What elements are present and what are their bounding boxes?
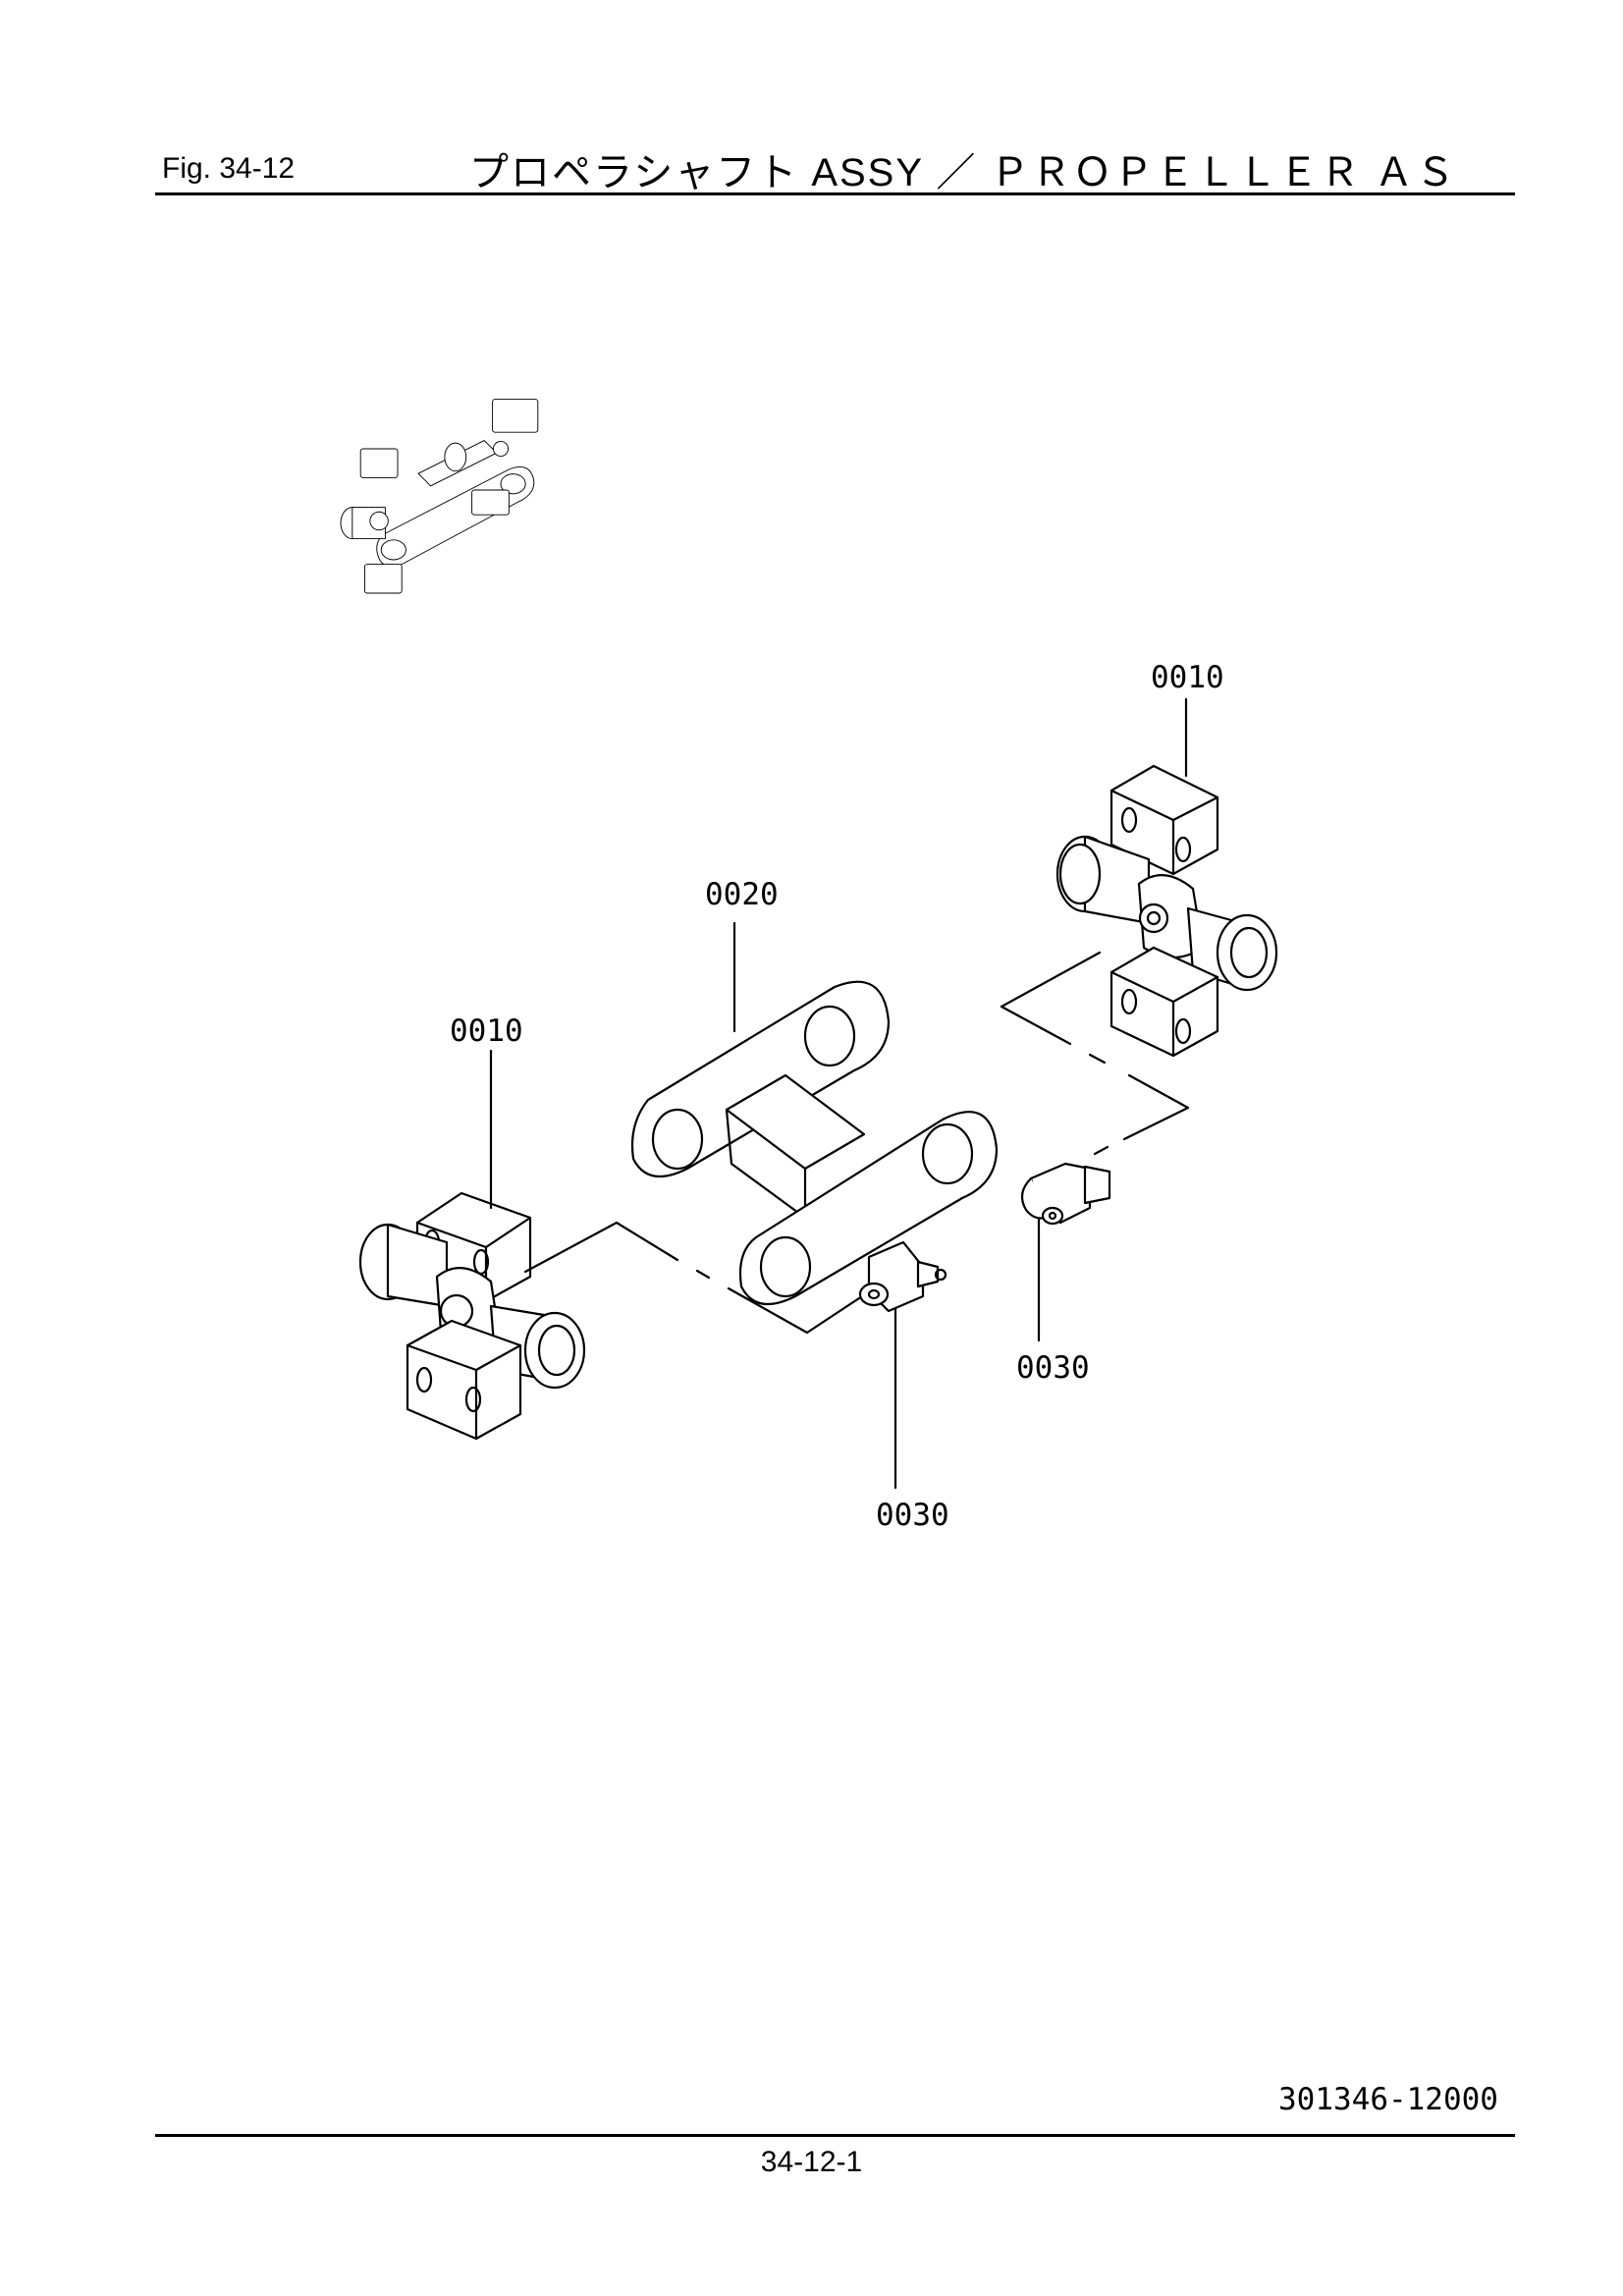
callout-0010-right: 0010 (1151, 660, 1224, 695)
propeller-link (630, 980, 999, 1306)
callout-0030-center: 0030 (876, 1498, 949, 1533)
callout-0030-right: 0030 (1016, 1350, 1090, 1386)
leader-lines (489, 697, 1188, 1490)
grease-nipple-right (1020, 1162, 1111, 1226)
universal-joint-right (1055, 764, 1278, 1058)
page-number: 34-12-1 (760, 2146, 863, 2178)
universal-joint-left (358, 1191, 586, 1441)
header-rule (155, 192, 1515, 195)
figure-label: Fig. 34-12 (162, 152, 296, 185)
figure-title: プロペラシャフト ASSY ／ ＰＲＯＰＥＬＬＥＲ ＡＳ (469, 151, 1457, 194)
callout-0020: 0020 (705, 877, 779, 912)
assembly-lines (523, 951, 1190, 1335)
footer-rule (155, 2134, 1515, 2137)
assembly-thumbnail (340, 399, 539, 594)
callout-0010-left: 0010 (450, 1013, 523, 1049)
grease-nipple-center (858, 1240, 947, 1313)
drawing-number: 301346-12000 (1278, 2082, 1498, 2117)
